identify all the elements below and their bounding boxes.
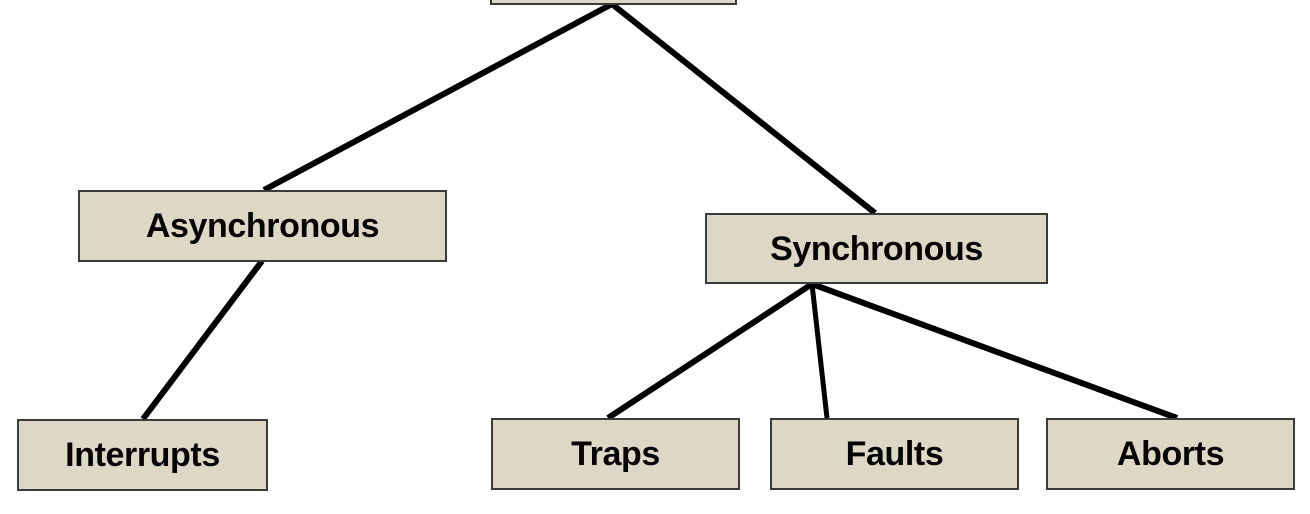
edge-synchronous-to-faults <box>809 283 830 419</box>
node-faults[interactable]: Faults <box>770 418 1019 490</box>
node-traps-label: Traps <box>571 435 660 473</box>
node-aborts-label: Aborts <box>1116 435 1225 473</box>
node-traps[interactable]: Traps <box>491 418 740 490</box>
node-asynchronous-label: Asynchronous <box>145 207 380 245</box>
node-root[interactable] <box>490 0 737 5</box>
node-synchronous-label: Synchronous <box>770 229 983 268</box>
node-asynchronous[interactable]: Asynchronous <box>78 190 447 262</box>
edge-root-to-synchronous <box>610 1 877 216</box>
node-faults-label: Faults <box>845 435 944 473</box>
node-aborts[interactable]: Aborts <box>1046 418 1295 490</box>
edge-synchronous-to-aborts <box>810 281 1179 421</box>
edge-root-to-asynchronous <box>262 1 614 193</box>
node-interrupts[interactable]: Interrupts <box>17 419 268 491</box>
node-interrupts-label: Interrupts <box>65 436 220 474</box>
node-synchronous[interactable]: Synchronous <box>705 213 1048 284</box>
edge-synchronous-to-traps <box>606 281 814 421</box>
edge-asynchronous-to-interrupts <box>140 259 265 421</box>
